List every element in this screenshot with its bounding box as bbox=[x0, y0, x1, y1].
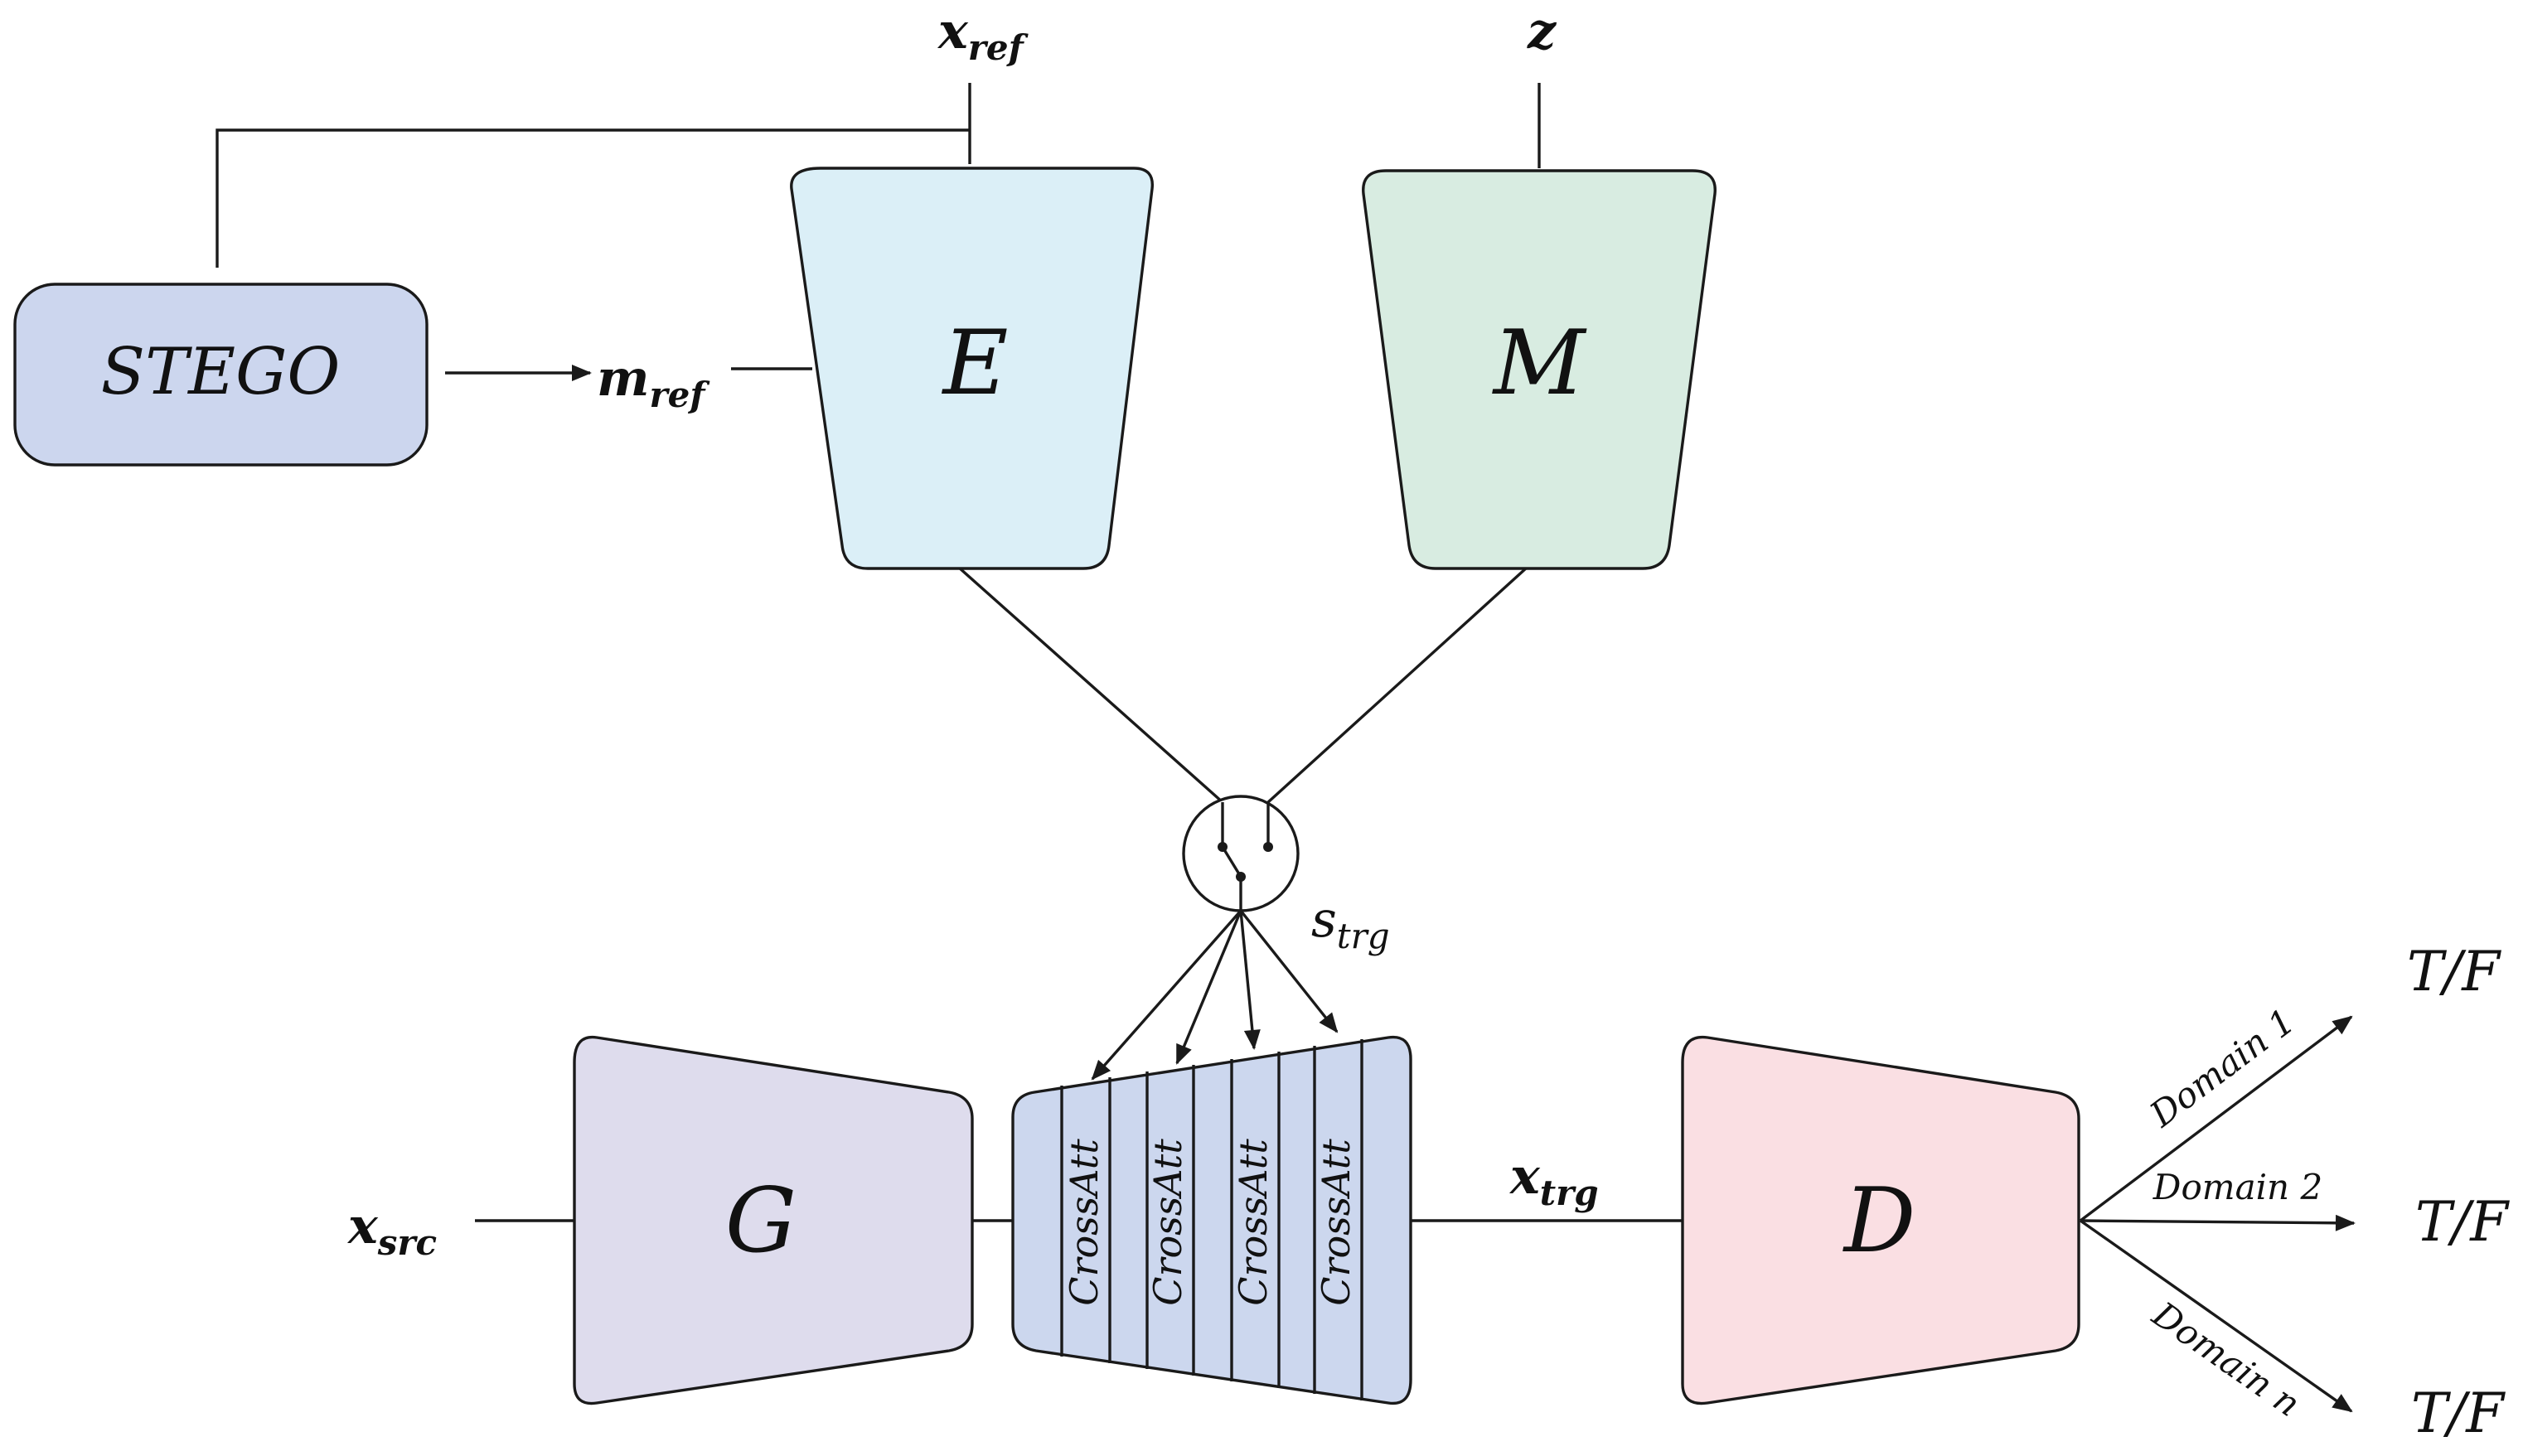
domain-2-output-label: T/F bbox=[2415, 1190, 2510, 1254]
x-src-label: xsrc bbox=[346, 1197, 437, 1263]
stego-block: STEGO bbox=[13, 283, 429, 467]
x-trg-label: xtrg bbox=[1508, 1148, 1599, 1213]
domain-2-arrow bbox=[2080, 1214, 2356, 1231]
encoder-block: E bbox=[790, 167, 1155, 570]
domain-1-arrow bbox=[2079, 1015, 2353, 1222]
generator-trapezoid bbox=[573, 1035, 974, 1405]
switch-to-crossatt-1-arrow bbox=[1091, 909, 1242, 1081]
domain-n-label: Domain n bbox=[2145, 1294, 2308, 1425]
switch-contact-right bbox=[1263, 842, 1273, 852]
stego-box bbox=[13, 283, 429, 467]
mapping-label: M bbox=[1492, 312, 1587, 415]
encoder-label: E bbox=[942, 312, 1009, 415]
crossatt-layer-2-label: CrossAtt bbox=[1145, 1139, 1190, 1306]
crossatt-layer-3-label: CrossAtt bbox=[1231, 1139, 1276, 1306]
generator-block: G bbox=[573, 1035, 974, 1405]
domain-2-label: Domain 2 bbox=[2153, 1167, 2322, 1207]
cross-attention-trapezoid bbox=[1011, 1035, 1412, 1405]
connectors bbox=[215, 83, 2356, 1413]
switch-to-crossatt-2-arrow bbox=[1175, 910, 1242, 1065]
switch-contact-left bbox=[1218, 842, 1228, 852]
mapping-trapezoid bbox=[1362, 169, 1717, 570]
x-ref-label: xref bbox=[937, 2, 1029, 68]
switch-pivot bbox=[1236, 872, 1246, 882]
switch-to-crossatt-4-arrow bbox=[1239, 909, 1339, 1033]
domain-n-arrow bbox=[2080, 1219, 2353, 1413]
crossatt-layer-1-label: CrossAtt bbox=[1062, 1139, 1107, 1306]
z-label: z bbox=[1527, 2, 1557, 60]
switch-blade bbox=[1221, 846, 1242, 878]
encoder-trapezoid bbox=[790, 167, 1155, 570]
switch-to-crossatt-3-arrow bbox=[1239, 910, 1261, 1050]
discriminator-block: D bbox=[1681, 1035, 2080, 1405]
style-switch bbox=[1182, 795, 1300, 912]
encoder-to-switch-line bbox=[957, 566, 1224, 804]
cross-attention-block: CrossAtt CrossAtt CrossAtt CrossAtt bbox=[1011, 1035, 1412, 1405]
mapping-to-switch-line bbox=[1266, 566, 1528, 804]
discriminator-trapezoid bbox=[1681, 1035, 2080, 1405]
s-trg-label: strg bbox=[1311, 891, 1390, 956]
m-ref-label: mref bbox=[597, 350, 710, 415]
cross-attention-dividers bbox=[1060, 1039, 1363, 1400]
domain-1-output-label: T/F bbox=[2407, 940, 2501, 1004]
xref-to-stego-line bbox=[215, 128, 970, 268]
domain-n-output-label: T/F bbox=[2411, 1381, 2506, 1445]
stego-label: STEGO bbox=[101, 335, 341, 409]
generator-label: G bbox=[725, 1169, 797, 1273]
discriminator-label: D bbox=[1843, 1169, 1916, 1273]
crossatt-layer-4-label: CrossAtt bbox=[1314, 1139, 1358, 1306]
mapping-block: M bbox=[1362, 169, 1717, 570]
